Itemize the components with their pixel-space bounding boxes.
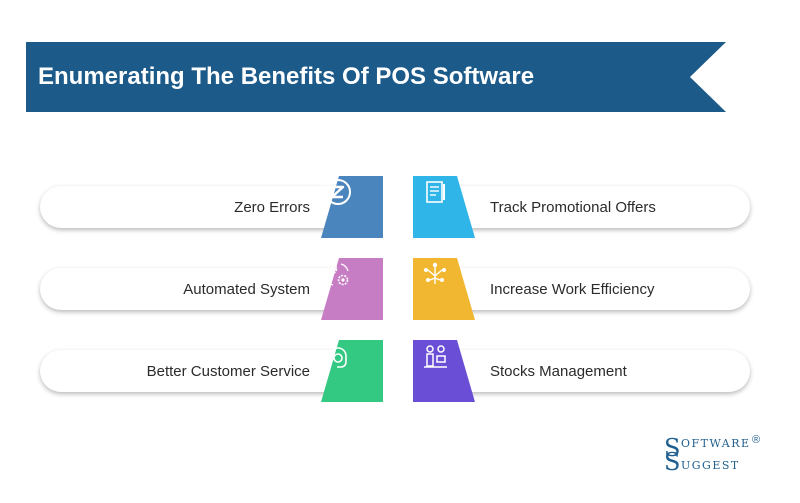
softwaresuggest-logo: S OFTWARE ® S UGGEST	[664, 434, 774, 476]
z-circle-icon	[325, 179, 351, 205]
benefit-label: Better Customer Service	[146, 362, 310, 380]
benefit-track-promotional-offers: Track Promotional Offers	[420, 186, 750, 228]
zero-errors-tile	[321, 176, 389, 238]
benefit-automated-system: Automated System	[40, 268, 370, 310]
logo-letter-s1: S	[664, 434, 681, 462]
benefit-label: Track Promotional Offers	[490, 198, 656, 216]
benefit-zero-errors: Zero Errors	[40, 186, 370, 228]
gears-cycle-icon	[325, 263, 349, 286]
work-efficiency-tile	[407, 258, 475, 320]
benefit-stocks-management: Stocks Management	[420, 350, 750, 392]
document-pen-icon	[426, 181, 445, 203]
automated-system-tile	[321, 258, 389, 320]
benefit-label: Automated System	[183, 280, 310, 298]
logo-line-1: OFTWARE	[681, 437, 751, 450]
stocks-management-tile	[407, 340, 475, 402]
banner-shape	[26, 42, 726, 112]
inventory-worker-icon	[424, 345, 447, 368]
benefit-better-customer-service: Better Customer Service	[40, 350, 370, 392]
headset-support-icon	[327, 347, 347, 368]
benefit-label: Stocks Management	[490, 362, 627, 380]
logo-line-2: UGGEST	[681, 459, 740, 472]
track-promotional-tile	[407, 176, 475, 238]
logo-letter-s2: S	[664, 448, 681, 476]
benefit-label: Zero Errors	[234, 198, 310, 216]
page-title: Enumerating The Benefits Of POS Software	[38, 63, 535, 90]
benefit-increase-work-efficiency: Increase Work Efficiency	[420, 268, 750, 310]
logo-registered-mark: ®	[752, 434, 761, 446]
network-tree-icon	[424, 262, 446, 284]
title-banner: Enumerating The Benefits Of POS Software	[26, 42, 726, 112]
benefit-label: Increase Work Efficiency	[490, 280, 655, 298]
customer-service-tile	[321, 340, 389, 402]
